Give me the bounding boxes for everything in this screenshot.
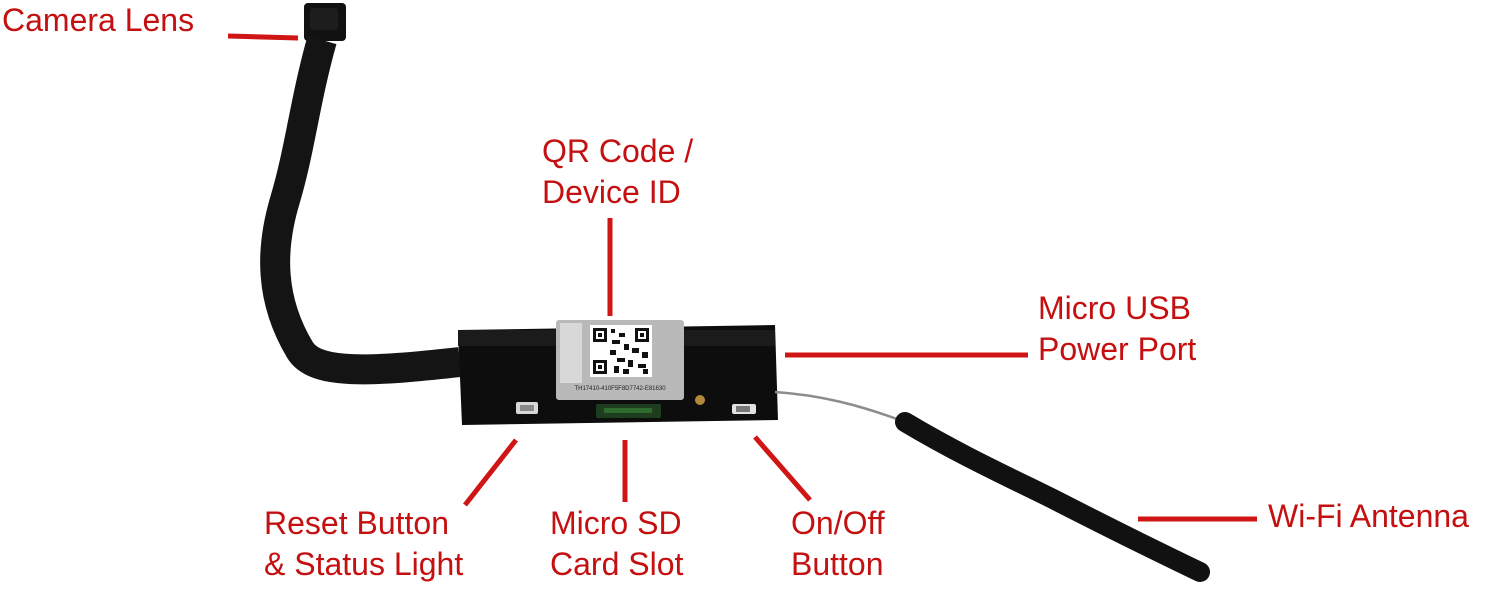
device-body: TH17410-410F5F8D7742-E81630 [458,320,778,425]
leader-reset-button [463,438,518,507]
antenna-wire [774,390,906,424]
sticker-serial: TH17410-410F5F8D7742-E81630 [574,386,666,392]
label-qr-code: QR Code / Device ID [542,133,694,210]
label-micro-usb: Micro USB Power Port [1038,290,1197,367]
label-wifi-antenna: Wi-Fi Antenna [1268,498,1469,534]
qr-code [590,325,652,377]
leader-lines [227,33,1257,522]
qr-sticker: TH17410-410F5F8D7742-E81630 [556,320,684,400]
antenna-connector [695,395,705,405]
label-camera-lens: Camera Lens [2,2,195,38]
camera-lens [304,3,346,41]
label-micro-sd: Micro SD Card Slot [550,505,684,582]
label-on-off: On/Off Button [791,505,885,582]
leader-camera-lens [227,33,299,41]
ribbon-cable [260,35,462,385]
antenna-body [895,412,1210,582]
leader-on-off [753,435,812,502]
label-reset-button: Reset Button & Status Light [264,505,464,582]
